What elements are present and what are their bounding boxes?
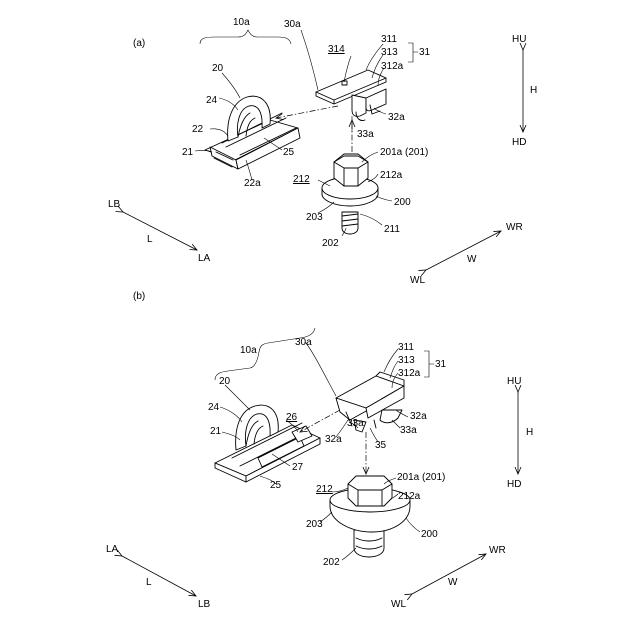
panel-b-label-212a: 212a bbox=[398, 491, 421, 502]
panel-b-label-35: 35 bbox=[375, 440, 387, 451]
panel-a-label-32a: 32a bbox=[388, 112, 405, 123]
panel-b-axis-wr: WR bbox=[489, 545, 506, 556]
panel-a-label-314: 314 bbox=[328, 44, 345, 55]
panel-a-label-212a: 212a bbox=[380, 170, 403, 181]
panel-b-axis-wl: WL bbox=[391, 599, 406, 610]
panel-a-label-21: 21 bbox=[182, 147, 194, 158]
panel-a-assembly-line-horizontal bbox=[276, 106, 338, 118]
panel-b-axis-hd: HD bbox=[507, 479, 521, 490]
panel-b-axis-l: LA L LB bbox=[106, 544, 211, 610]
panel-a-part-20-clip bbox=[205, 96, 300, 169]
panel-a-labels: 30a 314 311 313 312a 31 20 24 22 21 25 2… bbox=[182, 19, 431, 249]
panel-b-label-33a-left: 33a bbox=[347, 418, 364, 429]
panel-b-label-312a: 312a bbox=[398, 368, 421, 379]
panel-a-axis-hu: HU bbox=[512, 34, 526, 45]
panel-a-label-200: 200 bbox=[394, 197, 411, 208]
panel-a-axis-hd: HD bbox=[512, 137, 526, 148]
panel-a-axis-l: LB L LA bbox=[108, 199, 211, 264]
panel-a-label-311: 311 bbox=[381, 34, 397, 45]
panel-b-part-20-clip bbox=[215, 405, 320, 482]
panel-b-label-27: 27 bbox=[292, 462, 304, 473]
panel-b-label-311: 311 bbox=[398, 342, 414, 353]
panel-b-label-33a-right: 33a bbox=[400, 425, 417, 436]
panel-a-label-313: 313 bbox=[381, 47, 398, 58]
panel-a-label-31: 31 bbox=[419, 47, 431, 58]
panel-a-axis-la: LA bbox=[198, 253, 211, 264]
panel-a-label-211: 211 bbox=[384, 224, 400, 235]
panel-b-label-21: 21 bbox=[210, 426, 222, 437]
panel-a-axis-l-label: L bbox=[147, 234, 153, 245]
panel-b-axis-hu: HU bbox=[507, 376, 521, 387]
panel-a-label-22: 22 bbox=[192, 124, 204, 135]
panel-a-axis-w-label: W bbox=[467, 254, 477, 265]
panel-b-label-202: 202 bbox=[323, 557, 340, 568]
panel-b-label-31: 31 bbox=[435, 359, 447, 370]
panel-a-axis-wr: WR bbox=[506, 222, 523, 233]
panel-a-label-203: 203 bbox=[306, 212, 323, 223]
panel-b-label-24: 24 bbox=[208, 402, 220, 413]
panel-a-label: (a) bbox=[133, 38, 145, 49]
panel-a-axis-w: WR W WL bbox=[410, 222, 523, 286]
panel-b-axis-h-label: H bbox=[526, 427, 533, 438]
panel-b-label-32a-right: 32a bbox=[410, 411, 427, 422]
panel-b-label: (b) bbox=[133, 291, 145, 302]
panel-b-assembly-line-horizontal bbox=[300, 410, 340, 432]
panel-a-label-212: 212 bbox=[293, 174, 310, 185]
panel-a-axis-wl: WL bbox=[410, 275, 425, 286]
panel-b-bracket-10a bbox=[215, 328, 315, 380]
panel-b-label-30a: 30a bbox=[295, 337, 312, 348]
panel-a-part-200-bolt bbox=[322, 154, 378, 234]
panel-a-label-30a: 30a bbox=[284, 19, 301, 30]
panel-b-axis-w-label: W bbox=[448, 577, 458, 588]
panel-a-label-201a: 201a (201) bbox=[380, 147, 428, 158]
panel-b-label-201a: 201a (201) bbox=[397, 472, 445, 483]
panel-a-label-20: 20 bbox=[212, 63, 224, 74]
panel-b-part-200-bolt bbox=[330, 476, 410, 557]
panel-b-axis-w: WR W WL bbox=[391, 545, 506, 610]
panel-a-label-312a: 312a bbox=[381, 61, 404, 72]
panel-a-axis-lb: LB bbox=[108, 199, 121, 210]
panel-a-label-33a: 33a bbox=[357, 129, 374, 140]
panel-b-label-200: 200 bbox=[421, 529, 438, 540]
panel-b-axis-h: HU H HD bbox=[507, 376, 533, 490]
panel-a-axis-h: HU H HD bbox=[512, 34, 537, 148]
panel-b-axis-lb: LB bbox=[198, 599, 211, 610]
panel-a: (a) 10a bbox=[108, 17, 537, 286]
panel-b-label-20: 20 bbox=[219, 376, 231, 387]
panel-a-label-10a: 10a bbox=[233, 17, 250, 28]
panel-a-label-24: 24 bbox=[206, 95, 218, 106]
panel-b-label-25: 25 bbox=[270, 480, 282, 491]
panel-a-label-25: 25 bbox=[283, 147, 295, 158]
panel-a-part-30a-clip bbox=[316, 70, 386, 121]
panel-b-label-203: 203 bbox=[306, 519, 323, 530]
panel-b-label-32a-left: 32a bbox=[325, 434, 342, 445]
panel-a-axis-h-label: H bbox=[530, 85, 537, 96]
panel-b-label-10a: 10a bbox=[240, 345, 257, 356]
panel-b-label-212: 212 bbox=[316, 484, 333, 495]
panel-b-label-313: 313 bbox=[398, 355, 415, 366]
panel-b-axis-la: LA bbox=[106, 544, 119, 555]
panel-a-bracket-10a bbox=[200, 30, 291, 44]
panel-a-label-22a: 22a bbox=[244, 178, 261, 189]
panel-b: (b) 10a bbox=[106, 291, 533, 610]
panel-b-label-26: 26 bbox=[286, 412, 298, 423]
panel-b-axis-l-label: L bbox=[146, 577, 152, 588]
panel-a-label-202: 202 bbox=[322, 238, 339, 249]
